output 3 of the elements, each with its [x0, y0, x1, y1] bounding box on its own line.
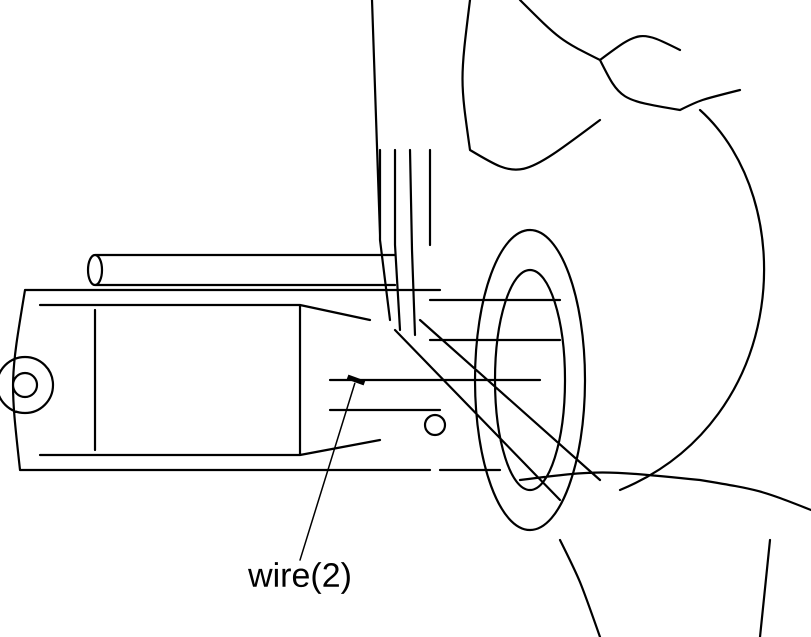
part-label: wire(2) [248, 562, 350, 594]
wire-piece [346, 374, 366, 386]
leader-line [299, 382, 356, 561]
